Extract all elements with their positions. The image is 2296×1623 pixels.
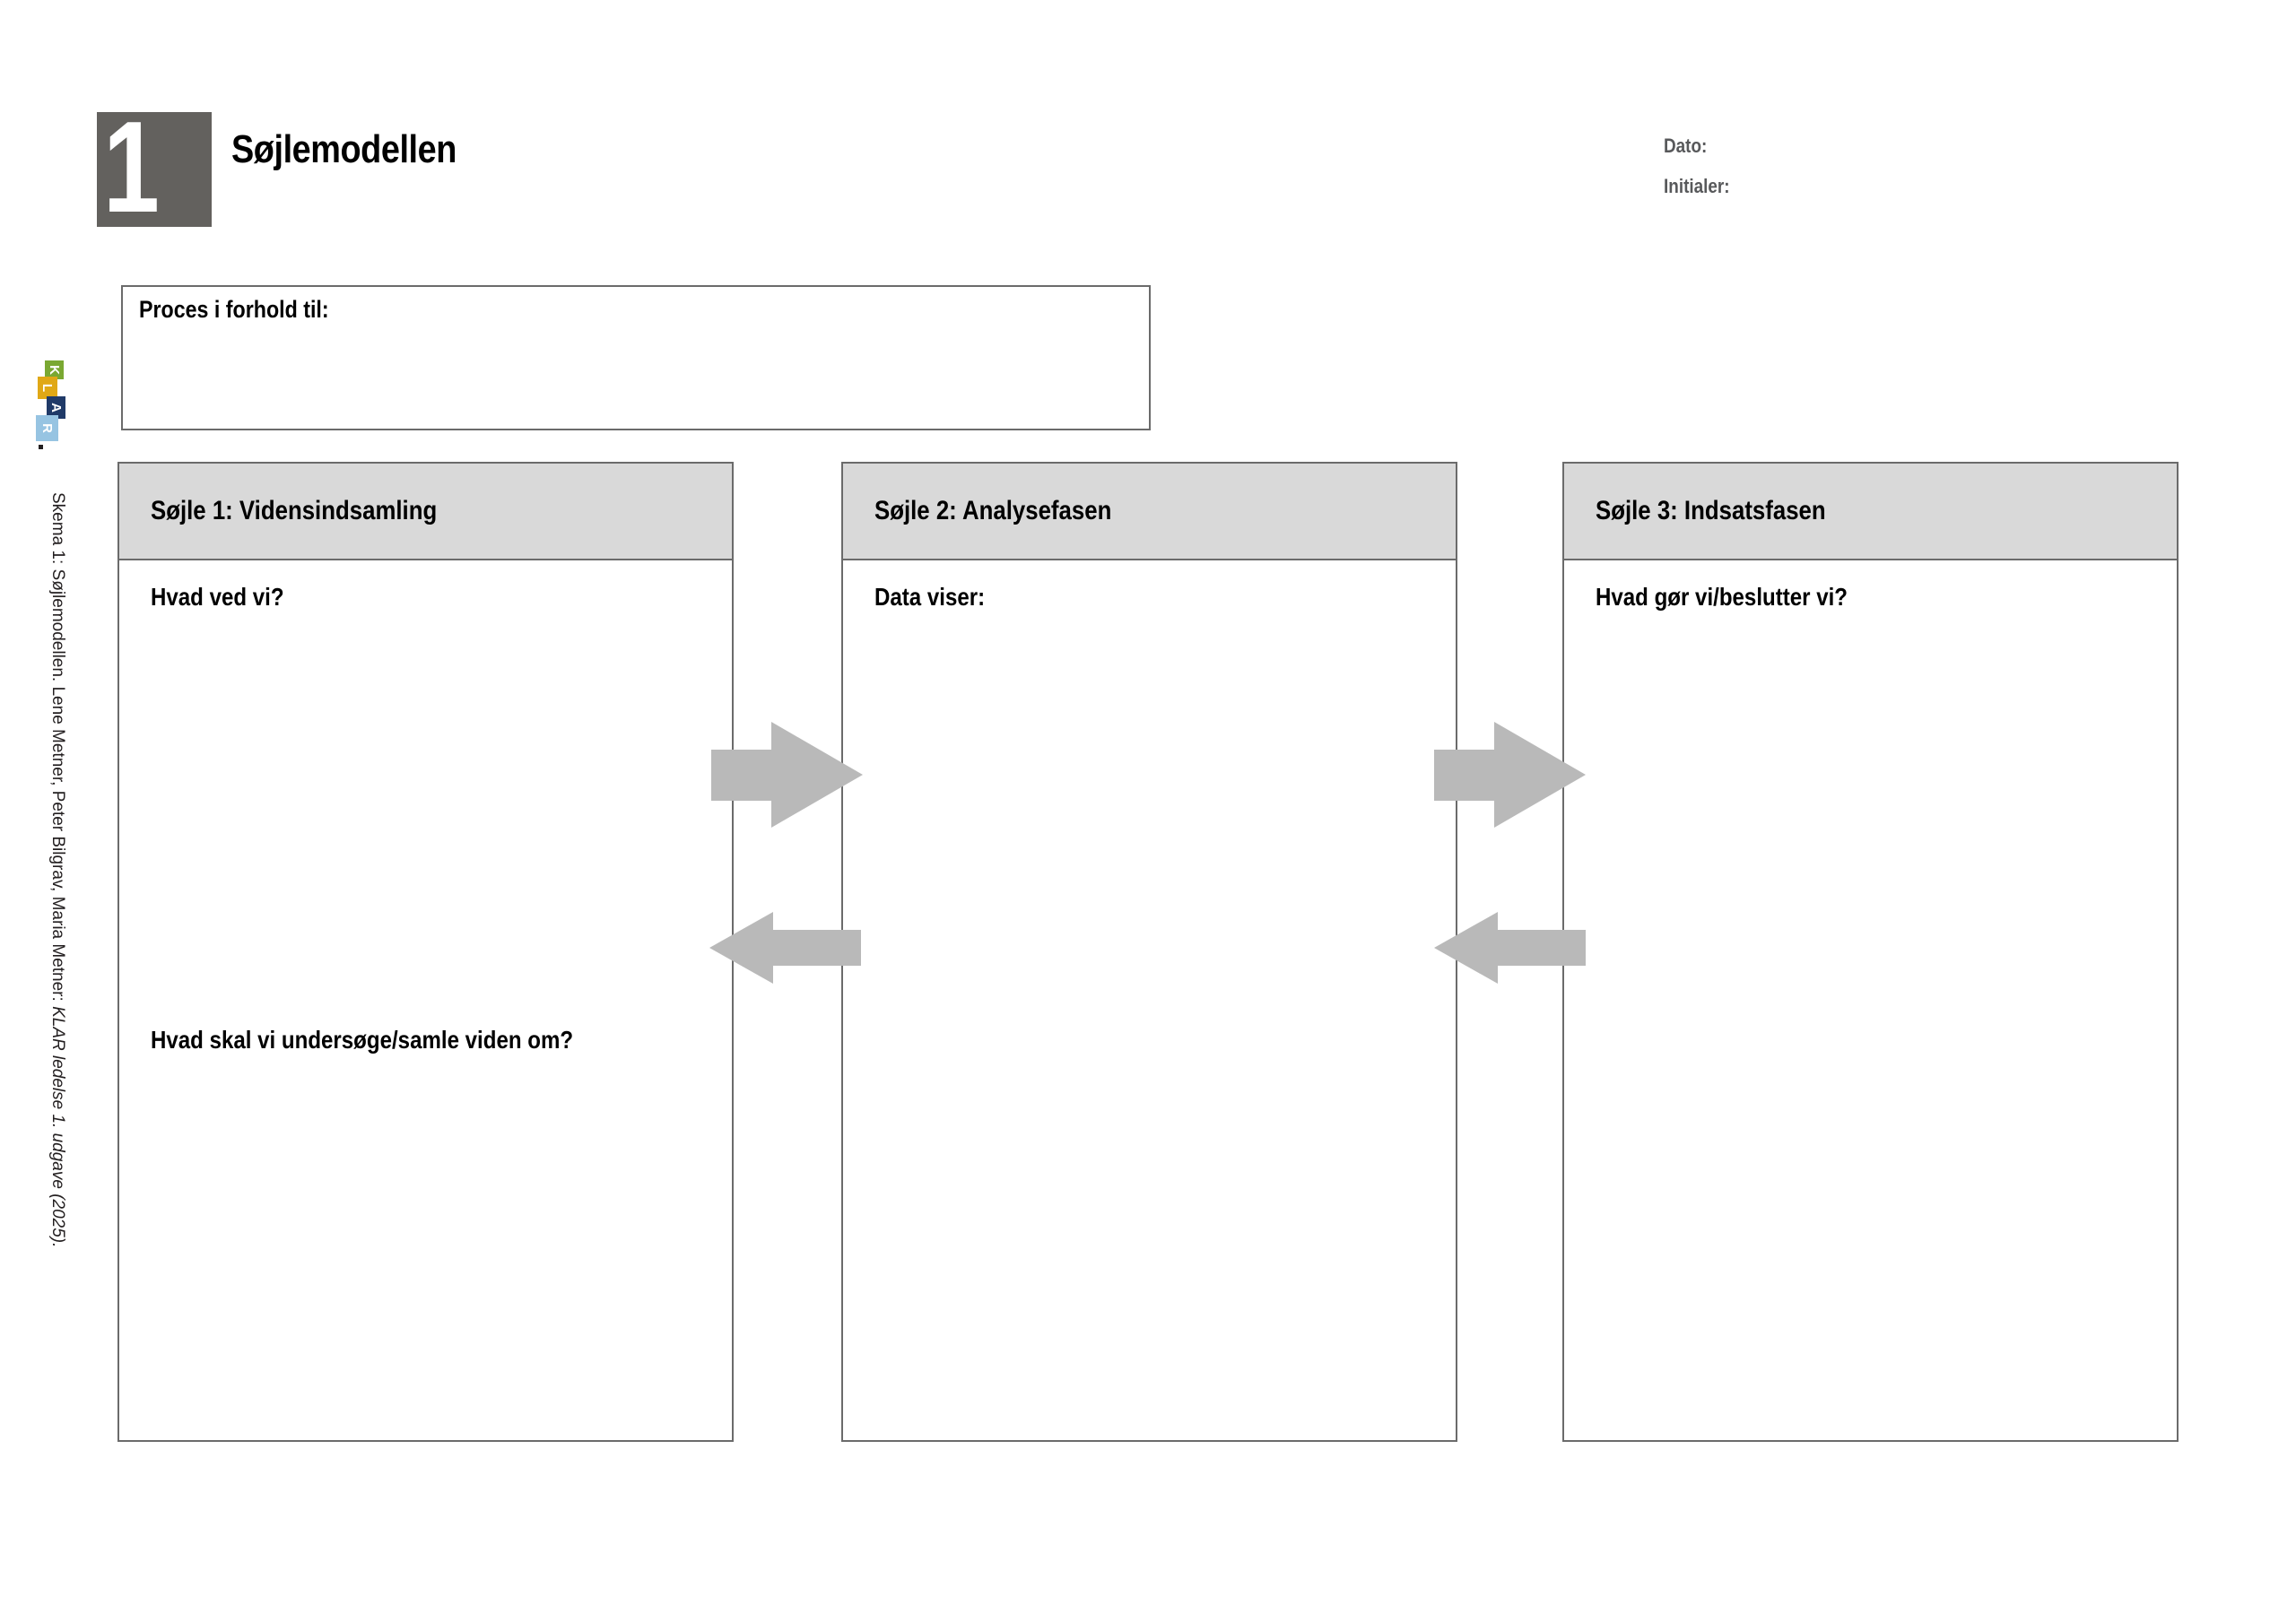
credit-italic: KLAR ledelse 1. udgave (2025).	[48, 1006, 67, 1248]
column-3-header: Søjle 3: Indsatsfasen	[1562, 462, 2179, 560]
credit-regular: Skema 1: Søjlemodellen. Lene Metner, Pet…	[48, 492, 67, 1007]
logo-dot	[39, 445, 43, 449]
meta-block: Dato: Initialer:	[1664, 135, 1741, 215]
klar-logo-icon: K L A R	[36, 359, 72, 452]
column-1-prompt-bottom: Hvad skal vi undersøge/samle viden om?	[151, 1026, 574, 1054]
column-3: Søjle 3: Indsatsfasen Hvad gør vi/beslut…	[1562, 462, 2179, 1442]
arrow-right-icon	[711, 722, 863, 828]
logo-square-k: K	[45, 360, 64, 379]
process-box-label: Proces i forhold til:	[139, 296, 329, 323]
logo-square-l: L	[38, 377, 57, 399]
arrow-right-icon	[1434, 722, 1586, 828]
column-2-notes-area[interactable]: Data viser:	[841, 560, 1457, 1442]
process-box[interactable]: Proces i forhold til:	[121, 285, 1151, 430]
logo-square-a: A	[47, 396, 65, 419]
arrow-left-icon	[1434, 912, 1586, 984]
logo-square-r: R	[36, 415, 58, 441]
column-2: Søjle 2: Analysefasen Data viser:	[841, 462, 1457, 1442]
step-number-badge: 1	[97, 112, 212, 227]
column-1-header-label: Søjle 1: Vidensindsamling	[151, 496, 438, 525]
column-1-notes-area[interactable]: Hvad ved vi? Hvad skal vi undersøge/saml…	[117, 560, 734, 1442]
page-title: Søjlemodellen	[231, 127, 457, 171]
column-3-notes-area[interactable]: Hvad gør vi/beslutter vi?	[1562, 560, 2179, 1442]
step-number: 1	[103, 112, 160, 227]
date-label: Dato:	[1664, 135, 1708, 157]
column-2-header-label: Søjle 2: Analysefasen	[874, 496, 1112, 525]
column-2-prompt-top: Data viser:	[874, 583, 986, 611]
column-3-header-label: Søjle 3: Indsatsfasen	[1596, 496, 1826, 525]
column-1-prompt-top: Hvad ved vi?	[151, 583, 284, 611]
initials-label: Initialer:	[1664, 175, 1730, 197]
column-3-prompt-top: Hvad gør vi/beslutter vi?	[1596, 583, 1848, 611]
column-2-header: Søjle 2: Analysefasen	[841, 462, 1457, 560]
column-1: Søjle 1: Vidensindsamling Hvad ved vi? H…	[117, 462, 734, 1442]
column-1-header: Søjle 1: Vidensindsamling	[117, 462, 734, 560]
credit-line: Skema 1: Søjlemodellen. Lene Metner, Pet…	[47, 492, 69, 1317]
arrow-left-icon	[709, 912, 861, 984]
